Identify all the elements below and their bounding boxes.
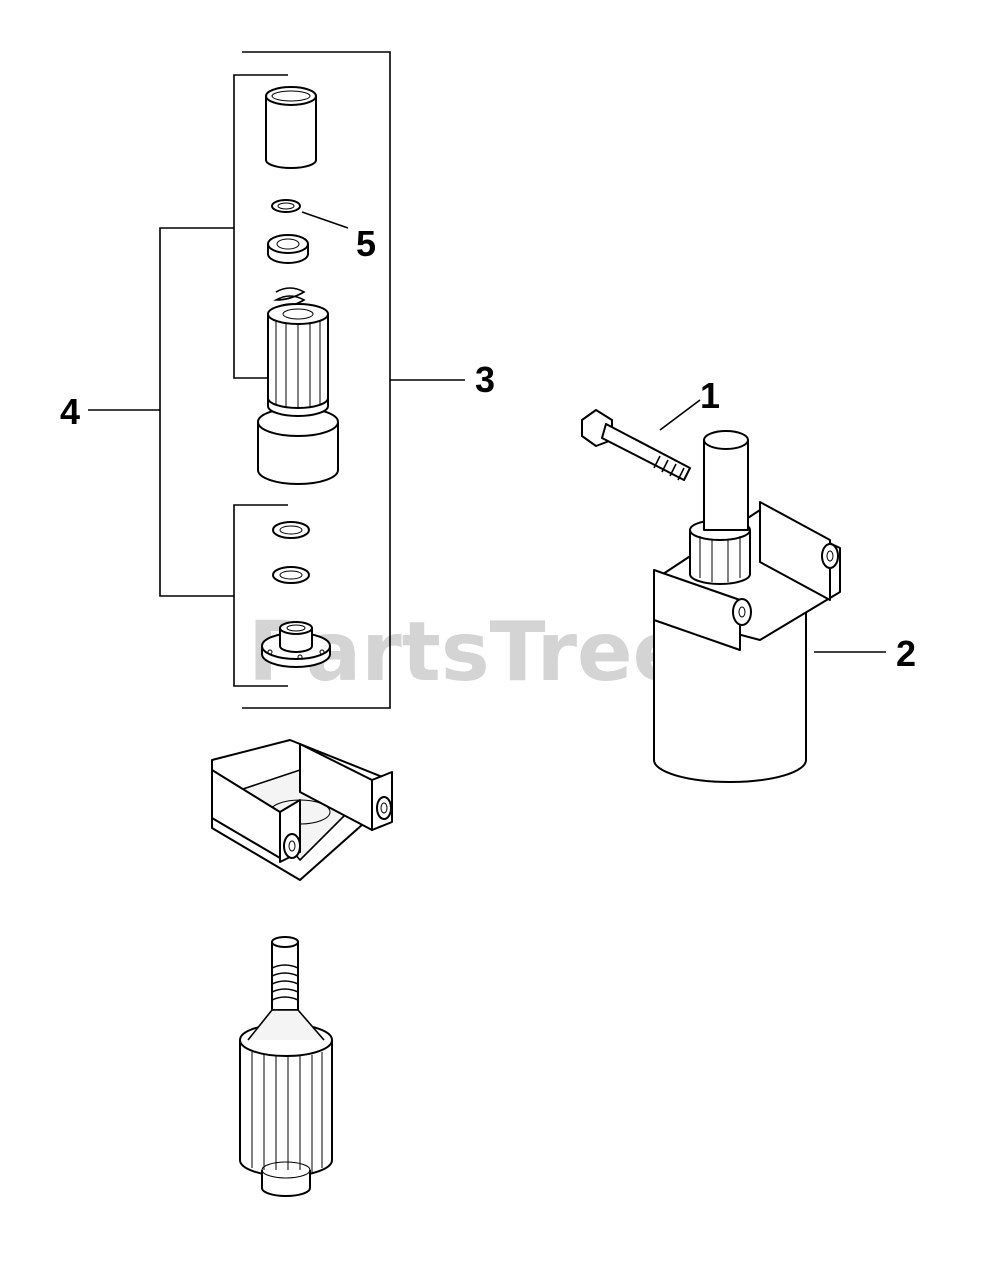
bracket-kit-4: [88, 74, 288, 687]
callout-1: 1: [700, 375, 720, 416]
callout-5: 5: [356, 223, 376, 264]
spacer-washer-part: [272, 566, 310, 584]
drive-sleeve-part: [265, 86, 317, 169]
leader-line-1: [659, 399, 701, 431]
callout-4: 4: [60, 391, 80, 432]
through-bolt-part: [581, 409, 691, 481]
drive-end-cap-part: [211, 739, 393, 881]
thrust-washer-part: [272, 521, 310, 539]
retaining-ring-part: [271, 199, 349, 229]
armature-part: [239, 936, 333, 1197]
pinion-gear-part: [257, 303, 339, 485]
flange-nut-part: [261, 621, 331, 668]
callout-2: 2: [896, 633, 916, 674]
callout-3: 3: [475, 359, 495, 400]
starter-motor-part: [653, 430, 841, 783]
stop-collar-part: [267, 234, 309, 264]
bracket-assembly-3: [242, 51, 465, 709]
